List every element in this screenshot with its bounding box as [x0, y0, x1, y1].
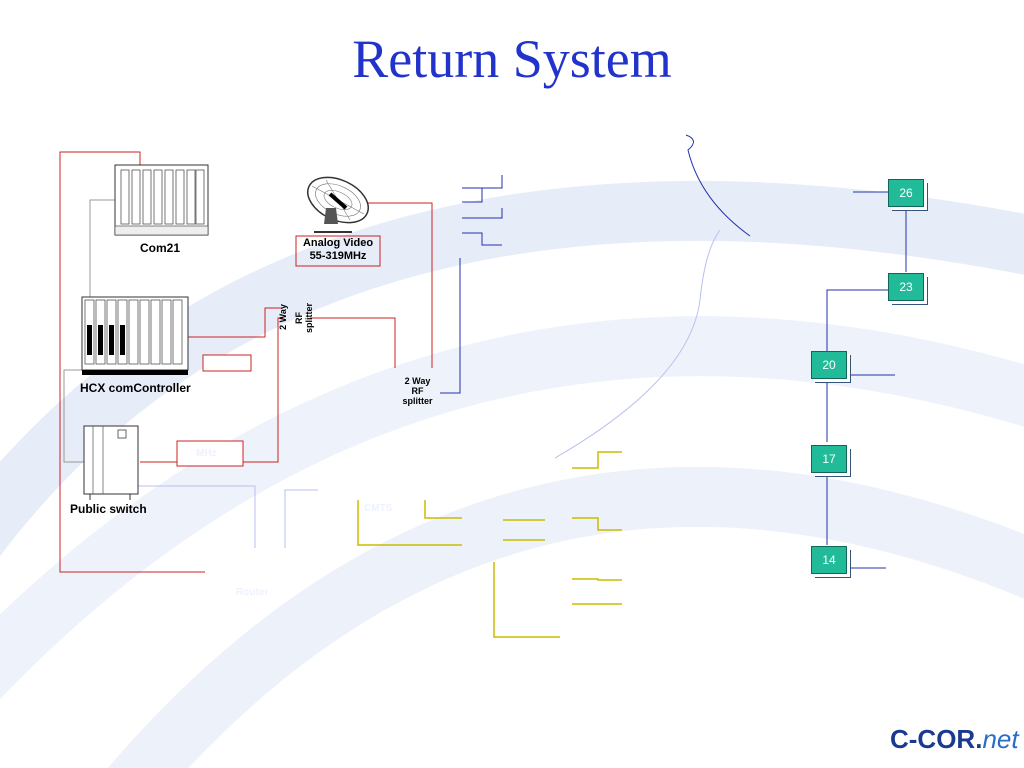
analog-video-line2: 55-319MHz — [309, 250, 367, 262]
blue-connections — [440, 134, 907, 569]
amplifier-26[interactable]: 26 — [888, 179, 924, 207]
analog-video-box — [295, 235, 381, 267]
gray-connections — [63, 199, 115, 463]
logo-main: C-COR. — [890, 724, 983, 754]
background-swoosh — [0, 180, 1024, 768]
amplifier-20[interactable]: 20 — [811, 351, 847, 379]
amplifier-17[interactable]: 17 — [811, 445, 847, 473]
com21-chassis[interactable] — [114, 164, 209, 236]
router-faint-label: Router — [236, 587, 269, 598]
small-splitter-label-b: RF splitter — [294, 300, 318, 336]
company-logo: C-COR.net — [890, 724, 1019, 755]
hcx-label: HCX comController — [80, 381, 191, 395]
rf-splitter-line1: 2 Way — [404, 376, 431, 386]
small-splitter-line1: 2 Way — [278, 304, 288, 330]
satellite-dish-icon — [307, 176, 369, 233]
lightblue-connections — [138, 229, 721, 548]
amplifier-14[interactable]: 14 — [811, 546, 847, 574]
hcx-port-box — [202, 354, 252, 372]
mhz-filter-box — [176, 440, 244, 467]
page-title: Return System — [352, 29, 672, 89]
small-splitter-line3: splitter — [304, 303, 314, 334]
com21-label: Com21 — [140, 241, 181, 255]
rf-splitter-line2: RF splitter — [402, 386, 433, 406]
analog-video-label: Analog Video 55-319MHz — [297, 237, 379, 263]
rf-splitter-label: 2 Way RF splitter — [396, 376, 439, 406]
yellow-connections — [357, 451, 622, 638]
small-splitter-line2: RF — [294, 312, 304, 324]
public-switch-label: Public switch — [70, 502, 147, 516]
amplifier-23[interactable]: 23 — [888, 273, 924, 301]
cmts-faint-label: CMTS — [364, 503, 393, 514]
public-switch[interactable] — [83, 425, 139, 500]
analog-video-line1: Analog Video — [302, 237, 374, 249]
logo-suffix: net — [982, 724, 1019, 754]
mhz-faint-label: MHz — [196, 448, 217, 459]
hcx-chassis[interactable] — [81, 296, 189, 375]
